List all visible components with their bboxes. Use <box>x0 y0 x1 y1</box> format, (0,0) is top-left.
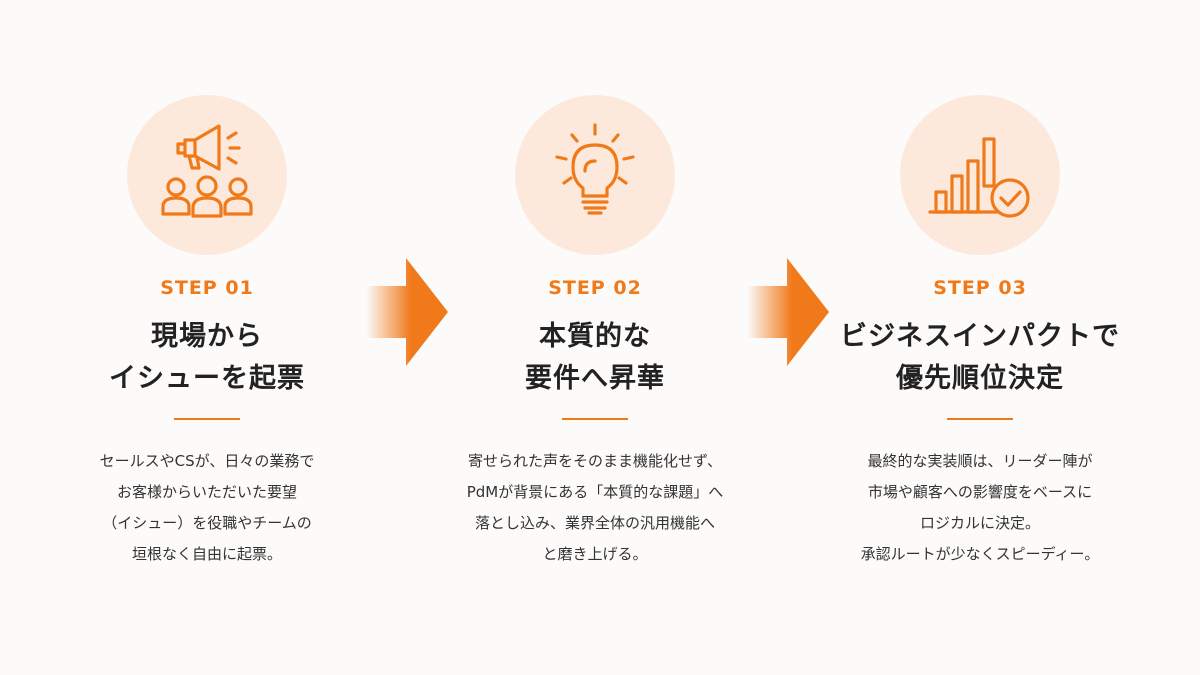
step-1-description: セールスやCSが、日々の業務で お客様からいただいた要望 （イシュー）を役職やチ… <box>17 446 397 570</box>
step-3-title-line: 優先順位決定 <box>896 363 1064 394</box>
step-3-desc-line: 承認ルートが少なくスピーディー。 <box>860 545 1100 563</box>
step-1-desc-line: セールスやCSが、日々の業務で <box>99 452 315 470</box>
step-1-title: 現場から イシューを起票 <box>17 316 397 400</box>
step-3-desc-line: 最終的な実装順は、リーダー陣が <box>867 452 1093 470</box>
step-3-desc-line: ロジカルに決定。 <box>919 514 1040 532</box>
step-1-desc-line: （イシュー）を役職やチームの <box>102 514 312 532</box>
megaphone-people-icon <box>161 124 253 218</box>
step-2-description: 寄せられた声をそのまま機能化せず、 PdMが背景にある「本質的な課題」へ 落とし… <box>405 446 785 570</box>
step-2-title-line: 本質的な <box>539 321 651 352</box>
step-1-title-line: 現場から <box>151 321 263 352</box>
step-3-icon-circle <box>900 95 1060 255</box>
step-3-description: 最終的な実装順は、リーダー陣が 市場や顧客への影響度をベースに ロジカルに決定。… <box>790 446 1170 570</box>
step-3-title: ビジネスインパクトで 優先順位決定 <box>790 316 1170 400</box>
step-1-title-line: イシューを起票 <box>109 363 305 394</box>
step-2-label: STEP 02 <box>548 277 642 299</box>
arrow-right-icon <box>747 258 829 366</box>
step-2-title: 本質的な 要件へ昇華 <box>405 316 785 400</box>
step-2-desc-line: PdMが背景にある「本質的な課題」へ <box>466 483 724 501</box>
lightbulb-icon <box>555 123 635 215</box>
step-2-icon-circle <box>515 95 675 255</box>
step-3-title-line: ビジネスインパクトで <box>840 321 1120 352</box>
step-2-title-line: 要件へ昇華 <box>525 363 665 394</box>
step-3-divider <box>947 418 1013 420</box>
step-1-desc-line: 垣根なく自由に起票。 <box>131 545 282 563</box>
bar-chart-check-icon <box>928 137 1030 218</box>
step-1-label: STEP 01 <box>160 277 254 299</box>
step-3-desc-line: 市場や顧客への影響度をベースに <box>867 483 1093 501</box>
arrow-right-icon <box>366 258 448 366</box>
step-2-desc-line: 落とし込み、業界全体の汎用機能へ <box>474 514 715 532</box>
step-2-desc-line: 寄せられた声をそのまま機能化せず、 <box>468 452 722 470</box>
step-1-desc-line: お客様からいただいた要望 <box>116 483 297 501</box>
step-2-desc-line: と磨き上げる。 <box>542 545 648 563</box>
step-2-divider <box>562 418 628 420</box>
step-3-label: STEP 03 <box>933 277 1027 299</box>
step-1-divider <box>174 418 240 420</box>
step-1-icon-circle <box>127 95 287 255</box>
